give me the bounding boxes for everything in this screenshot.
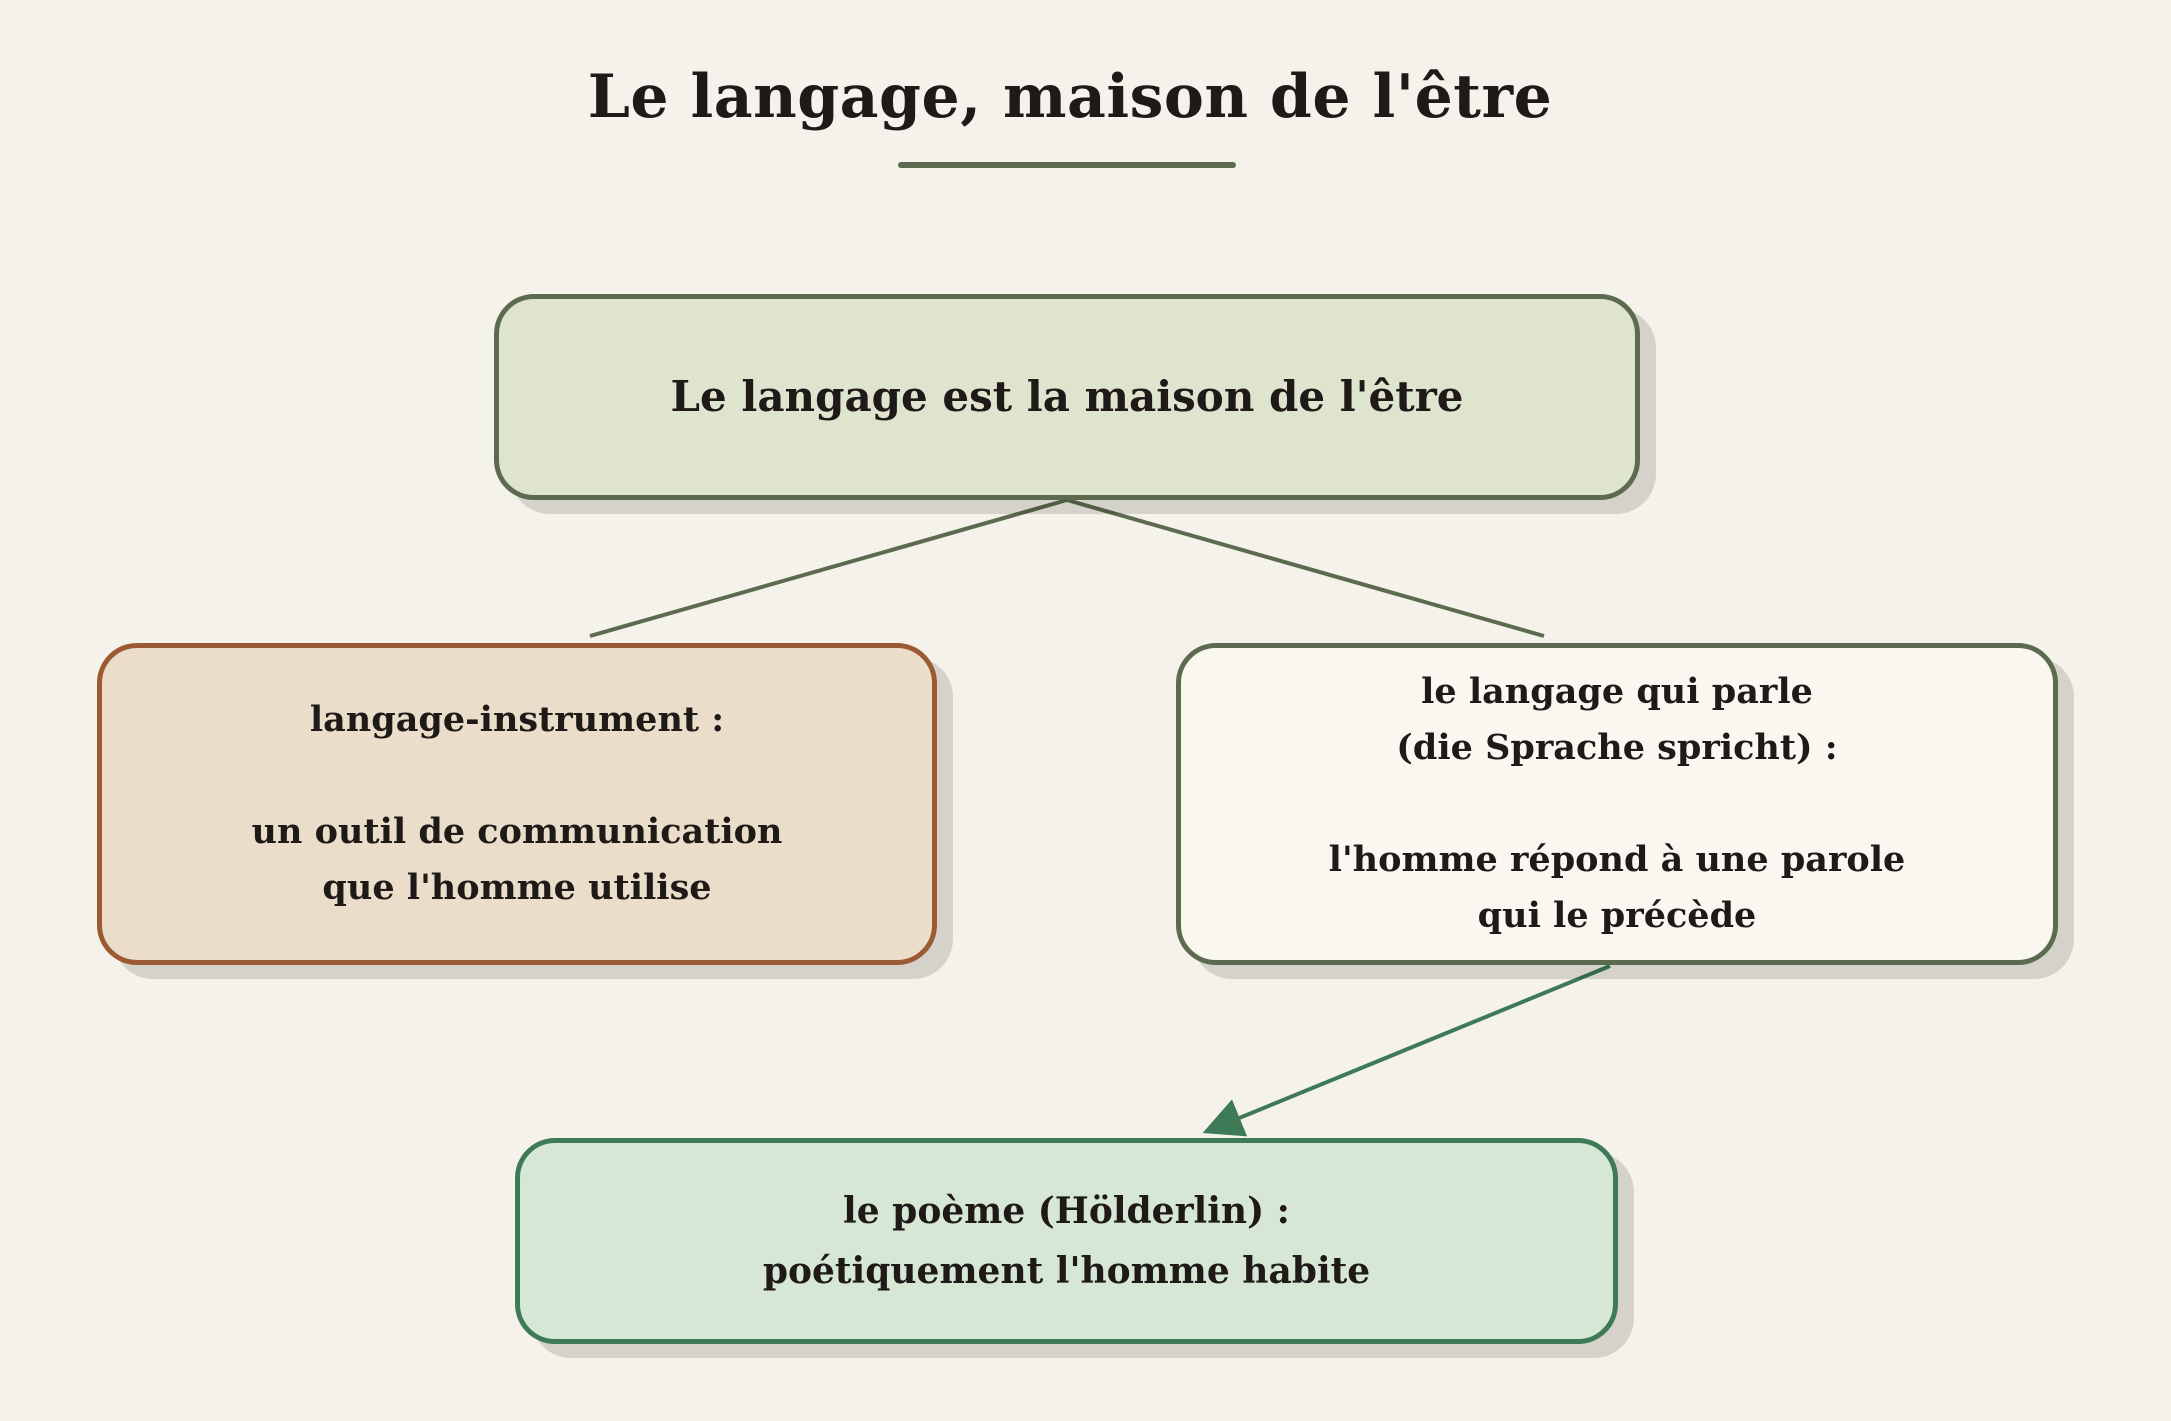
edge-root-to-instrument: [589, 498, 1068, 638]
node-langage-instrument: langage-instrument : un outil de communi…: [97, 643, 937, 965]
diagram-title: Le langage, maison de l'être: [587, 62, 1553, 132]
node-langage-qui-parle: le langage qui parle (die Sprache sprich…: [1176, 643, 2058, 965]
edge-root-to-parole: [1066, 498, 1545, 638]
edge-parole-to-poeme: [1202, 964, 1611, 1137]
title-underline: [898, 162, 1236, 168]
node-poeme: le poème (Hölderlin) : poétiquement l'ho…: [515, 1138, 1618, 1344]
node-root: Le langage est la maison de l'être: [494, 294, 1640, 500]
